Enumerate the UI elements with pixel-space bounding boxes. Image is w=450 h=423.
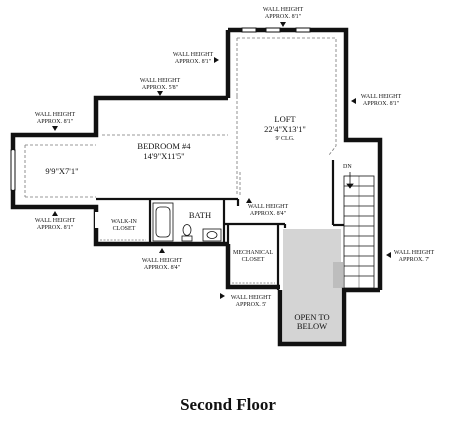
bath-name: BATH [189, 210, 211, 220]
wall-note-loft-inner-line2: APPROX. 8'4" [250, 211, 287, 217]
page-title: Second Floor [180, 395, 276, 414]
toilet [181, 224, 193, 242]
loft-name: LOFT [274, 114, 296, 124]
wall-note-loft-right-line2: APPROX. 8'1" [363, 101, 400, 107]
open-to-below-area [283, 229, 341, 342]
wall-note-loft-right-line1: WALL HEIGHT [361, 94, 402, 100]
wall-note-nook-top-line2: APPROX. 8'1" [37, 119, 74, 125]
stair-dn-label: DN [343, 164, 352, 170]
windows [10, 27, 311, 191]
wall-height-notes: WALL HEIGHT APPROX. 8'1" WALL HEIGHT APP… [35, 7, 435, 308]
wall-note-mech-bottom-line1: WALL HEIGHT [231, 295, 272, 301]
wall-note-top-line2: APPROX. 8'1" [265, 14, 302, 20]
arrow-down-icon [280, 22, 286, 27]
wall-note-loft-inner-line1: WALL HEIGHT [248, 204, 289, 210]
loft-dims: 22'4"X13'1" [264, 124, 306, 134]
wall-note-nook-top-line1: WALL HEIGHT [35, 112, 76, 118]
bedroom4-dims: 14'9"X11'5" [143, 151, 184, 161]
walkin-closet-line1: WALK-IN [111, 219, 137, 225]
arrow-up-icon [52, 211, 58, 216]
arrow-left-icon [386, 252, 391, 258]
interior-walls [96, 160, 344, 290]
wall-note-loft-left-line1: WALL HEIGHT [173, 52, 214, 58]
mechanical-closet-line1: MECHANICAL [233, 250, 273, 256]
wall-note-stair-right-line1: WALL HEIGHT [394, 250, 435, 256]
wall-note-mech-bottom-line2: APPROX. 5' [236, 302, 267, 308]
wall-note-closet-bottom-line2: APPROX. 8'4" [144, 265, 181, 271]
arrow-down-icon [52, 126, 58, 131]
stair [343, 175, 375, 289]
closet-shelving [100, 239, 275, 284]
wall-note-top-line1: WALL HEIGHT [263, 7, 304, 13]
arrow-up-icon [246, 198, 252, 203]
walkin-closet-line2: CLOSET [113, 226, 136, 232]
arrow-up-icon [159, 248, 165, 253]
arrow-down-icon [157, 91, 163, 96]
wall-note-nook-bottom-line1: WALL HEIGHT [35, 218, 76, 224]
wall-note-loft-left-line2: APPROX. 8'1" [175, 59, 212, 65]
wall-note-stair-right-line2: APPROX. 7' [399, 257, 430, 263]
ceiling-dashed-lines [24, 37, 337, 198]
stair-landing-shade [333, 262, 343, 288]
stair-arrow [346, 172, 354, 189]
mechanical-closet-line2: CLOSET [242, 257, 265, 263]
bathtub [152, 202, 174, 242]
sink [202, 228, 222, 242]
arrow-right-icon [214, 57, 219, 63]
wall-note-bedroom-top-line2: APPROX. 5'8" [142, 85, 179, 91]
wall-note-nook-bottom-line2: APPROX. 8'1" [37, 225, 74, 231]
room-labels: LOFT 22'4"X13'1" 9' CLG. BEDROOM #4 14'9… [45, 114, 329, 331]
arrow-right-icon [220, 293, 225, 299]
wall-note-closet-bottom-line1: WALL HEIGHT [142, 258, 183, 264]
arrow-left-icon [351, 98, 356, 104]
bedroom4-name: BEDROOM #4 [137, 141, 191, 151]
nook-dims: 9'9"X7'1" [45, 166, 78, 176]
door-openings [95, 210, 240, 228]
open-to-below-line1: OPEN TO [294, 312, 329, 322]
wall-note-bedroom-top-line1: WALL HEIGHT [140, 78, 181, 84]
loft-ceiling-note: 9' CLG. [275, 136, 295, 142]
open-to-below-line2: BELOW [297, 321, 327, 331]
